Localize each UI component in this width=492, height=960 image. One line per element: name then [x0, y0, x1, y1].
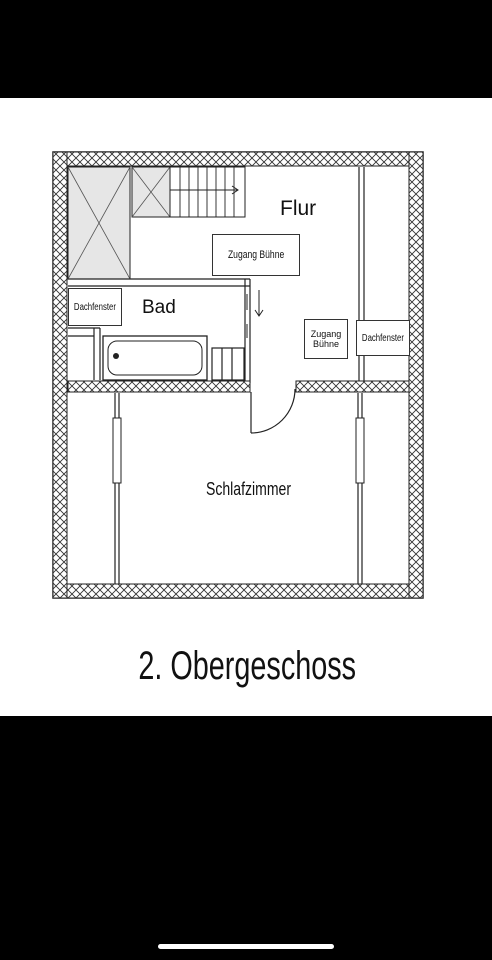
plan-sheet: Flur Bad Schlafzimmer Zugang Bühne Zugan… — [0, 98, 492, 716]
label-zugang-buehne-small: Zugang Bühne — [304, 319, 348, 359]
middle-walls — [67, 380, 410, 393]
bath-cabinet — [211, 347, 245, 381]
side-windows — [112, 417, 365, 484]
access-arrow-icon — [254, 290, 264, 317]
label-dachfenster-right: Dachfenster — [356, 320, 410, 356]
bathtub — [102, 335, 208, 381]
room-label-bad: Bad — [142, 297, 176, 318]
staircase — [169, 166, 246, 218]
plan-title: 2. Obergeschoss — [138, 644, 357, 688]
room-label-flur: Flur — [280, 197, 317, 220]
outer-walls — [52, 151, 424, 599]
bedroom-door — [250, 388, 296, 434]
room-label-schlafzimmer: Schlafzimmer — [205, 479, 292, 499]
label-dachfenster-left: Dachfenster — [68, 288, 122, 326]
shaft-blocks — [67, 166, 171, 280]
floor-plan-drawing — [52, 151, 424, 599]
label-zugang-buehne-top: Zugang Bühne — [212, 234, 300, 276]
home-indicator[interactable] — [158, 944, 334, 949]
